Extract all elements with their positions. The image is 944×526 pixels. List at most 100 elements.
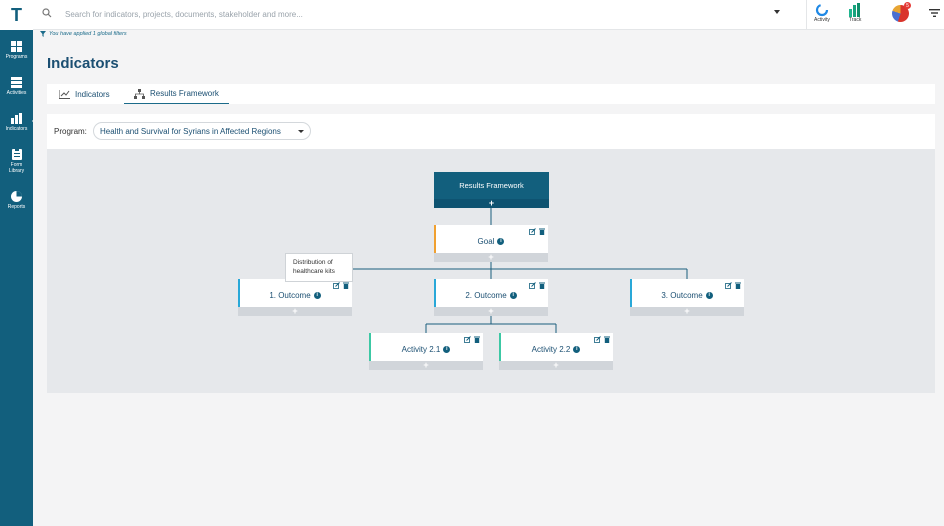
activity-label: Activity bbox=[814, 17, 830, 23]
outcome-node-3[interactable]: 3. Outcome i + bbox=[630, 279, 744, 316]
outcome-node-2[interactable]: 2. Outcome i + bbox=[434, 279, 548, 316]
node-label-row: Goal i bbox=[434, 237, 548, 246]
connector-lines bbox=[294, 208, 688, 333]
track-label: Track bbox=[849, 17, 862, 23]
sidebar-item-label: Reports bbox=[7, 204, 26, 210]
clipboard-icon bbox=[11, 148, 22, 160]
results-framework-root[interactable]: Results Framework + bbox=[434, 172, 549, 208]
delete-icon[interactable] bbox=[539, 282, 545, 289]
track-button[interactable]: Track bbox=[849, 3, 861, 23]
node-title: Activity 2.2 bbox=[531, 345, 571, 354]
info-icon[interactable]: i bbox=[705, 292, 713, 299]
grid-icon bbox=[11, 41, 22, 52]
program-select-value: Health and Survival for Syrians in Affec… bbox=[100, 126, 281, 136]
edit-icon[interactable] bbox=[594, 336, 601, 343]
tab-label: Indicators bbox=[75, 89, 110, 99]
add-child-button[interactable]: + bbox=[499, 361, 613, 370]
node-title: 3. Outcome bbox=[661, 291, 703, 300]
add-child-button[interactable]: + bbox=[369, 361, 483, 370]
sidebar-item-form-library[interactable]: Form Library bbox=[0, 148, 33, 174]
node-title: 1. Outcome bbox=[269, 291, 311, 300]
activity-button[interactable]: Activity bbox=[814, 3, 830, 23]
add-child-button[interactable]: + bbox=[434, 307, 548, 316]
info-icon[interactable]: i bbox=[497, 238, 505, 245]
sidebar-item-indicators[interactable]: Indicators bbox=[0, 113, 36, 132]
avatar[interactable] bbox=[892, 5, 909, 22]
app-logo[interactable]: T bbox=[0, 0, 33, 30]
tab-label: Results Framework bbox=[150, 89, 219, 98]
pie-icon bbox=[11, 191, 22, 202]
goal-node[interactable]: Goal i + bbox=[434, 225, 548, 262]
add-child-button[interactable]: + bbox=[630, 307, 744, 316]
goal-accent-bar bbox=[434, 225, 436, 262]
delete-icon[interactable] bbox=[343, 282, 349, 289]
edit-icon[interactable] bbox=[529, 228, 536, 235]
search-icon bbox=[42, 8, 52, 18]
sidebar: T Programs Activities Indicators Form Li… bbox=[0, 0, 36, 526]
node-controls bbox=[333, 282, 349, 289]
chevron-down-icon bbox=[298, 130, 304, 133]
program-filter-bar: Program: Health and Survival for Syrians… bbox=[47, 114, 935, 149]
node-label-row: 1. Outcome i bbox=[238, 291, 352, 300]
node-controls bbox=[529, 228, 545, 235]
sidebar-item-programs[interactable]: Programs bbox=[0, 41, 33, 60]
activity-accent-bar bbox=[369, 333, 371, 370]
node-label-row: Activity 2.2 i bbox=[499, 345, 613, 354]
delete-icon[interactable] bbox=[474, 336, 480, 343]
delete-icon[interactable] bbox=[735, 282, 741, 289]
divider bbox=[806, 0, 807, 30]
node-controls bbox=[464, 336, 480, 343]
results-framework-canvas: Results Framework + Goal i + 1. Outcome … bbox=[47, 149, 935, 393]
filter-note-text: You have applied 1 global filters bbox=[49, 31, 127, 37]
filter-menu-icon[interactable] bbox=[929, 9, 940, 17]
node-controls bbox=[725, 282, 741, 289]
edit-icon[interactable] bbox=[529, 282, 536, 289]
search-scope-dropdown[interactable] bbox=[774, 10, 780, 14]
logo-letter: T bbox=[11, 4, 22, 25]
delete-icon[interactable] bbox=[539, 228, 545, 235]
sidebar-item-label: Indicators bbox=[5, 126, 28, 132]
active-indicator bbox=[32, 117, 36, 125]
tab-indicators[interactable]: Indicators bbox=[49, 84, 120, 104]
info-icon[interactable]: i bbox=[573, 346, 581, 353]
activity-accent-bar bbox=[499, 333, 501, 370]
outcome-accent-bar bbox=[238, 279, 240, 316]
edit-icon[interactable] bbox=[333, 282, 340, 289]
activity-node-2-2[interactable]: Activity 2.2 i + bbox=[499, 333, 613, 370]
sidebar-item-label: Activities bbox=[6, 90, 27, 96]
delete-icon[interactable] bbox=[604, 336, 610, 343]
node-controls bbox=[529, 282, 545, 289]
notification-badge: 5 bbox=[904, 2, 911, 9]
program-select[interactable]: Health and Survival for Syrians in Affec… bbox=[93, 122, 311, 140]
node-label-row: 3. Outcome i bbox=[630, 291, 744, 300]
info-icon[interactable]: i bbox=[509, 292, 517, 299]
info-tooltip: Distribution of healthcare kits bbox=[285, 253, 353, 282]
tab-results-framework[interactable]: Results Framework bbox=[124, 84, 229, 104]
edit-icon[interactable] bbox=[725, 282, 732, 289]
global-filter-notice[interactable]: You have applied 1 global filters bbox=[40, 31, 127, 37]
sidebar-item-activities[interactable]: Activities bbox=[0, 77, 33, 96]
add-child-button[interactable]: + bbox=[434, 199, 549, 208]
chart-line-icon bbox=[59, 89, 70, 99]
outcome-node-1[interactable]: 1. Outcome i + bbox=[238, 279, 352, 316]
sidebar-item-reports[interactable]: Reports bbox=[0, 191, 33, 210]
page-title: Indicators bbox=[47, 55, 119, 72]
node-label-row: 2. Outcome i bbox=[434, 291, 548, 300]
info-icon[interactable]: i bbox=[313, 292, 321, 299]
stack-icon bbox=[11, 77, 22, 88]
node-controls bbox=[594, 336, 610, 343]
outcome-accent-bar bbox=[630, 279, 632, 316]
add-child-button[interactable]: + bbox=[434, 253, 548, 262]
sidebar-item-label: Form Library bbox=[8, 162, 25, 174]
add-child-button[interactable]: + bbox=[238, 307, 352, 316]
edit-icon[interactable] bbox=[464, 336, 471, 343]
activity-node-2-1[interactable]: Activity 2.1 i + bbox=[369, 333, 483, 370]
search-input[interactable] bbox=[65, 7, 765, 21]
info-icon[interactable]: i bbox=[443, 346, 451, 353]
funnel-icon bbox=[40, 31, 46, 37]
hierarchy-icon bbox=[134, 88, 145, 99]
root-title: Results Framework bbox=[459, 181, 524, 190]
node-title: Goal bbox=[477, 237, 495, 246]
activity-icon bbox=[815, 3, 829, 17]
outcome-accent-bar bbox=[434, 279, 436, 316]
